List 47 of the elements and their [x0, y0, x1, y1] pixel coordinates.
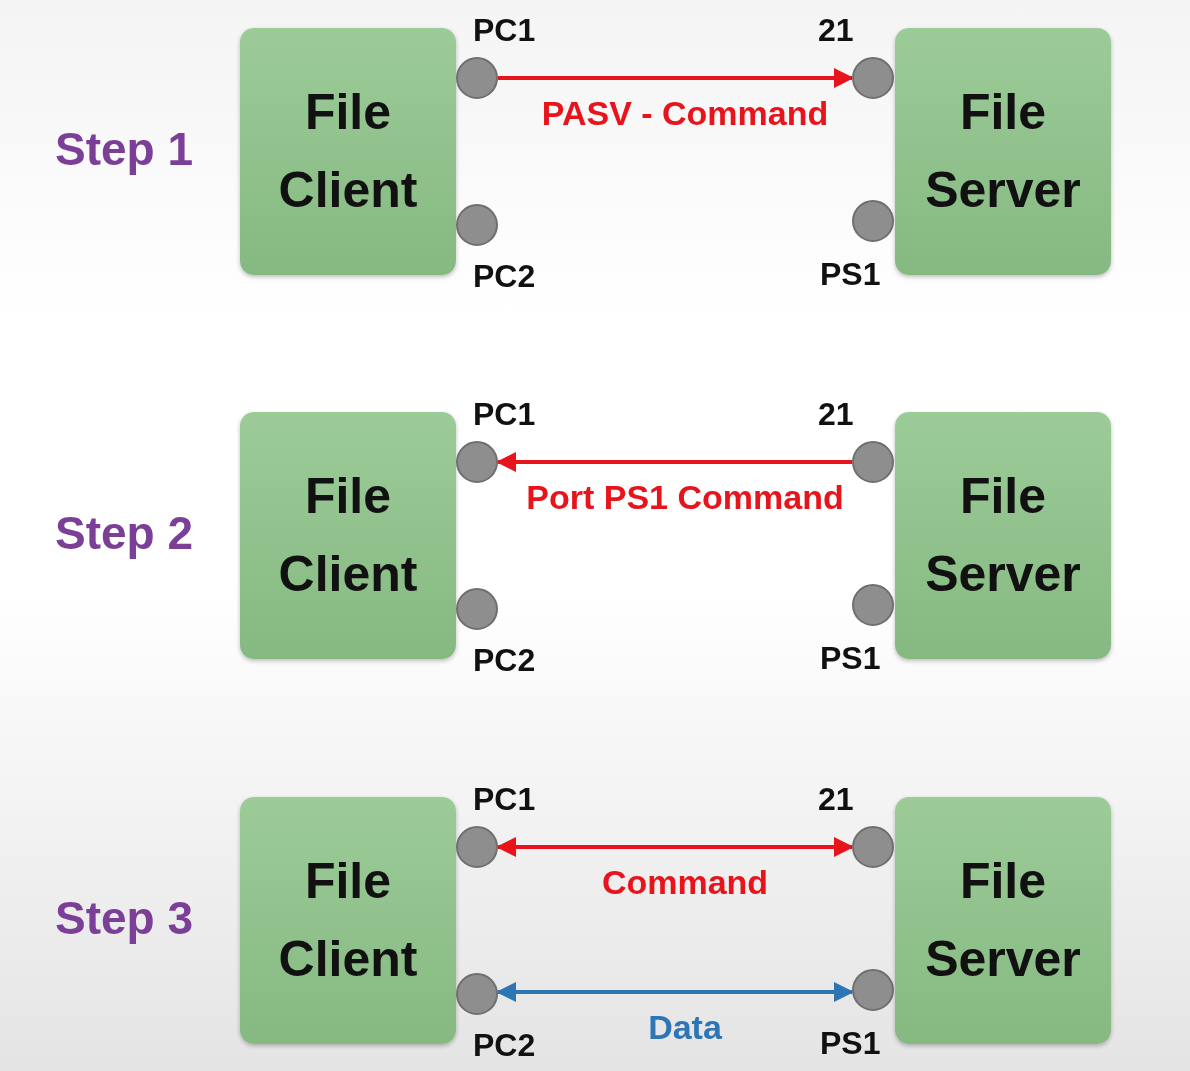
step-label: Step 2 — [55, 506, 194, 560]
port-label: PS1 — [820, 1025, 881, 1062]
port-circle — [852, 57, 894, 99]
host-label: File Server — [924, 83, 1082, 220]
host-label: File Client — [277, 852, 419, 989]
port-label: PC1 — [473, 396, 536, 433]
edge-label: Command — [601, 863, 769, 902]
host-box — [240, 412, 456, 659]
host-box — [240, 797, 456, 1044]
port-label: 21 — [818, 12, 854, 49]
host-box — [240, 28, 456, 275]
port-circle — [852, 826, 894, 868]
port-label: PC2 — [473, 1027, 536, 1064]
host-label: File Server — [924, 467, 1082, 604]
host-label: File Client — [277, 467, 419, 604]
port-label: PC2 — [473, 642, 536, 679]
host-box — [895, 28, 1111, 275]
arrow — [496, 982, 854, 1002]
edge-label: Port PS1 Command — [526, 478, 844, 517]
step-label: Step 1 — [55, 122, 194, 176]
edge-label: Data — [648, 1008, 722, 1047]
port-label: PC1 — [473, 12, 536, 49]
host-box — [895, 797, 1111, 1044]
port-label: 21 — [818, 396, 854, 433]
port-circle — [852, 584, 894, 626]
port-circle — [456, 588, 498, 630]
port-label: PS1 — [820, 640, 881, 677]
port-label: PC1 — [473, 781, 536, 818]
port-label: PC2 — [473, 258, 536, 295]
arrow — [496, 452, 852, 472]
port-circle — [456, 57, 498, 99]
edge-label: PASV - Command — [541, 94, 829, 133]
port-circle — [852, 200, 894, 242]
port-label: PS1 — [820, 256, 881, 293]
arrow — [498, 68, 854, 88]
port-circle — [456, 441, 498, 483]
port-circle — [456, 826, 498, 868]
host-label: File Server — [924, 852, 1082, 989]
port-circle — [456, 204, 498, 246]
port-circle — [852, 441, 894, 483]
host-label: File Client — [277, 83, 419, 220]
port-circle — [456, 973, 498, 1015]
port-label: 21 — [818, 781, 854, 818]
host-box — [895, 412, 1111, 659]
arrow — [496, 837, 854, 857]
port-circle — [852, 969, 894, 1011]
step-label: Step 3 — [55, 891, 194, 945]
